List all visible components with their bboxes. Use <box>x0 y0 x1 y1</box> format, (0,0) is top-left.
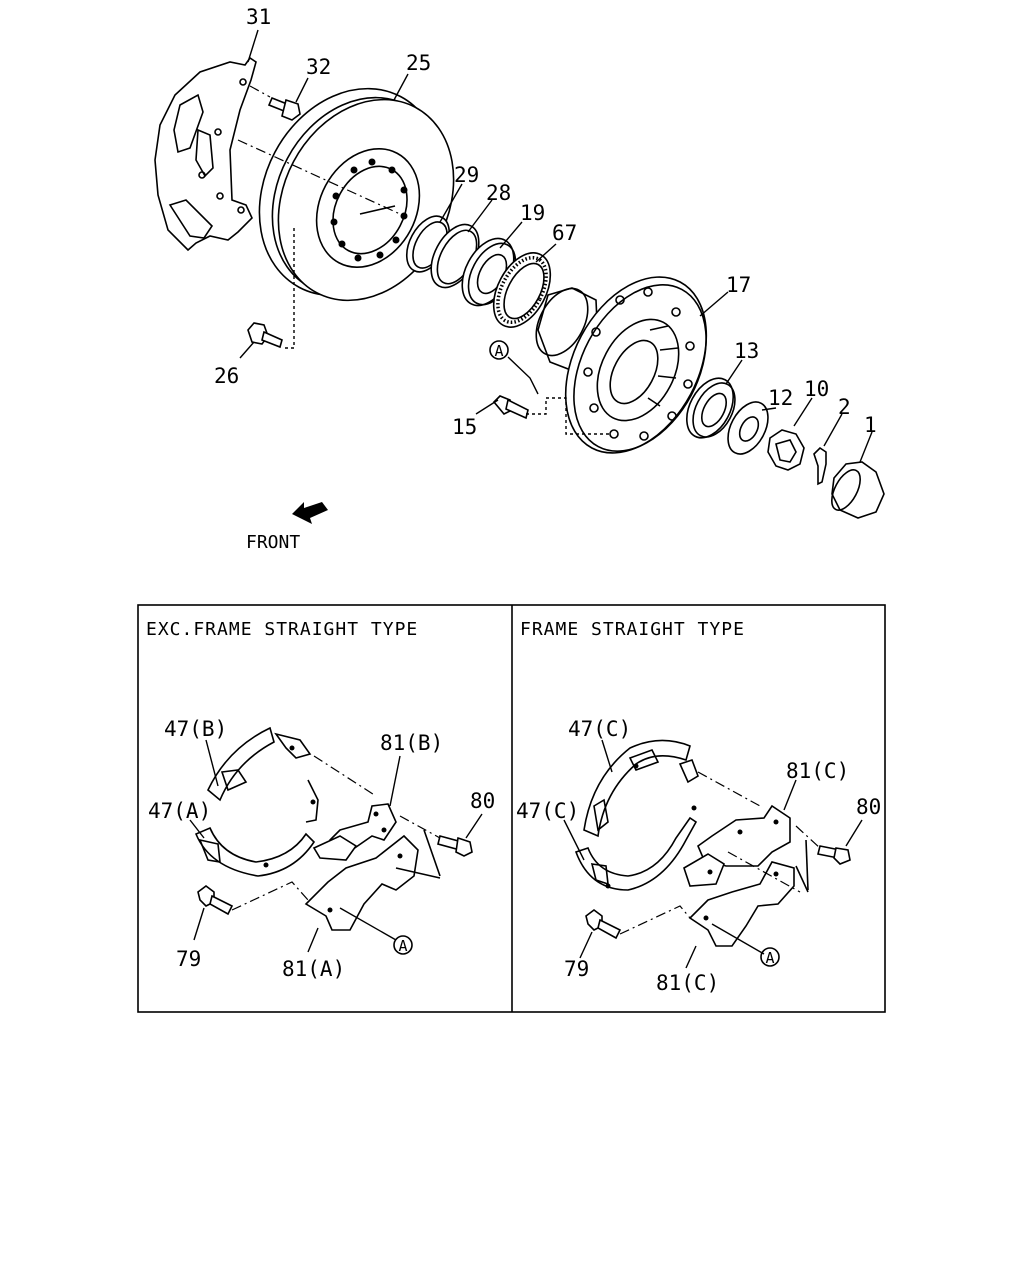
callout-leaders <box>239 29 873 463</box>
callout-12: 12 <box>768 386 793 410</box>
castle-nut-part-10 <box>767 429 805 471</box>
bearing-part-13 <box>686 377 736 439</box>
callout-1: 1 <box>864 413 877 437</box>
panel-exc-frame-straight: EXC.FRAME STRAIGHT TYPE <box>146 619 495 981</box>
callout-15: 15 <box>452 415 477 439</box>
label-81b: 81(B) <box>380 731 443 755</box>
svg-text:A: A <box>765 949 774 967</box>
label-79-left: 79 <box>176 947 201 971</box>
label-47b: 47(B) <box>164 717 227 741</box>
reference-marker-a-right: A <box>760 947 780 967</box>
callout-31: 31 <box>246 5 271 29</box>
callout-13: 13 <box>734 339 759 363</box>
dust-shield-part-31 <box>154 56 257 252</box>
wheel-hub-part-17 <box>535 276 708 454</box>
panel-left-title: EXC.FRAME STRAIGHT TYPE <box>146 619 418 640</box>
variant-panels-frame <box>137 604 886 1013</box>
cotter-pin-part-2 <box>813 446 827 486</box>
reference-marker-a: A <box>489 340 509 360</box>
plate-81a <box>304 834 419 931</box>
callout-2: 2 <box>838 395 851 419</box>
callout-26: 26 <box>214 364 239 388</box>
label-47a: 47(A) <box>148 799 211 823</box>
callout-25: 25 <box>406 51 431 75</box>
front-arrow-icon <box>292 502 328 524</box>
label-47c-top: 47(C) <box>568 717 631 741</box>
bolt-part-32 <box>249 85 301 121</box>
callout-28: 28 <box>486 181 511 205</box>
svg-text:A: A <box>494 342 503 360</box>
label-79-right: 79 <box>564 957 589 981</box>
reference-marker-a-left: A <box>393 935 413 955</box>
label-81c-top: 81(C) <box>786 759 849 783</box>
label-80-right: 80 <box>856 795 881 819</box>
callout-19: 19 <box>520 201 545 225</box>
bolt-part-26 <box>247 228 295 349</box>
callout-67: 67 <box>552 221 577 245</box>
hub-cap-part-1 <box>831 461 885 519</box>
callout-29: 29 <box>454 163 479 187</box>
washer-part-12 <box>727 401 769 455</box>
callout-32: 32 <box>306 55 331 79</box>
callout-17: 17 <box>726 273 751 297</box>
panel-frame-straight: FRAME STRAIGHT TYPE <box>516 619 881 995</box>
hub-bolt-part-15 <box>492 395 610 435</box>
panel-right-title: FRAME STRAIGHT TYPE <box>520 619 745 640</box>
shield-47a <box>194 826 316 877</box>
label-80-left: 80 <box>470 789 495 813</box>
callout-10: 10 <box>804 377 829 401</box>
label-47c-left: 47(C) <box>516 799 579 823</box>
front-label: FRONT <box>246 532 300 553</box>
shield-47c-top <box>583 739 691 838</box>
sensor-ring-part-67 <box>492 252 552 328</box>
plate-81c-bottom <box>688 861 795 947</box>
label-81a: 81(A) <box>282 957 345 981</box>
label-81c-bottom: 81(C) <box>656 971 719 995</box>
axis-centerline <box>237 139 401 215</box>
svg-text:A: A <box>398 937 407 955</box>
